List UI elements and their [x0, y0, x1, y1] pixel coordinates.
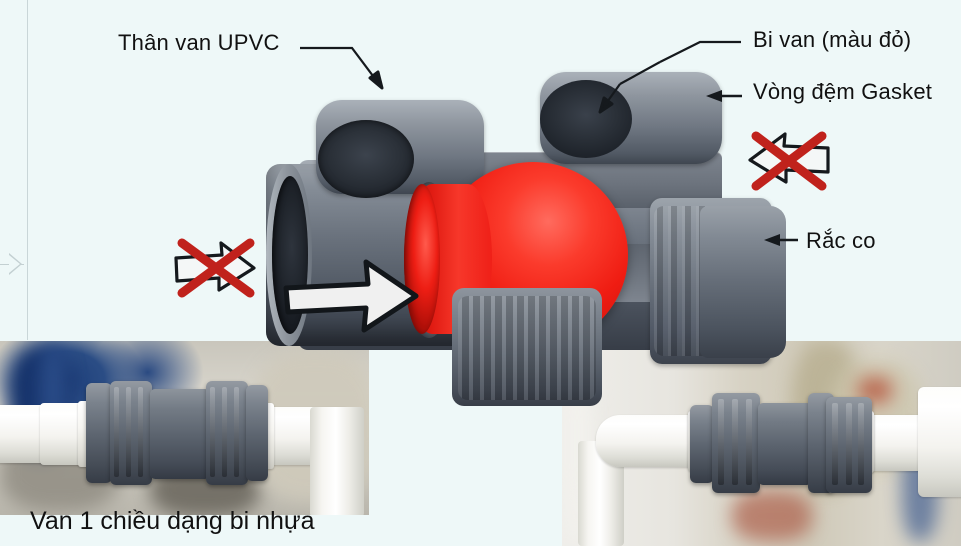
photo-caption: Van 1 chiều dạng bi nhựa — [30, 507, 315, 535]
valve-union-nut-bottom — [452, 288, 602, 406]
photo-check-valve-horizontal-left — [0, 341, 369, 515]
valve-cutaway-illustration — [252, 56, 792, 406]
guide-line-vertical — [27, 0, 28, 340]
label-union-rac-co: Rắc co — [806, 228, 876, 253]
flow-direction-arrow — [283, 259, 419, 333]
play-triangle-icon — [9, 253, 22, 275]
label-check-ball: Bi van (màu đỏ) — [753, 27, 912, 52]
photo-check-valve-horizontal-right — [562, 341, 961, 546]
label-valve-body: Thân van UPVC — [118, 30, 280, 55]
label-gasket: Vòng đệm Gasket — [753, 79, 933, 104]
